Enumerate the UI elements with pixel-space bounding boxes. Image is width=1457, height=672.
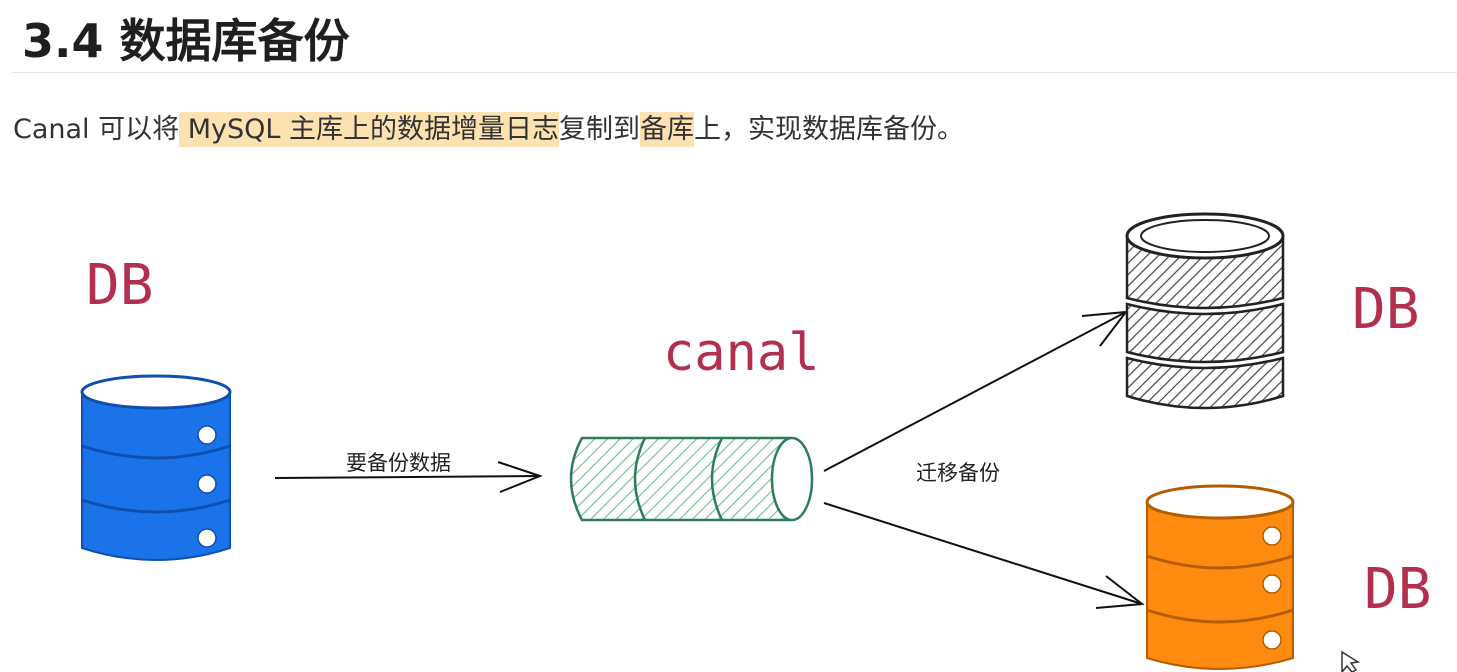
section-heading: 3.4 数据库备份: [22, 10, 350, 72]
backup-diagram: DB 要备份数据 canal 迁移备份 DB: [80, 212, 1431, 672]
target1-db-label: DB: [1352, 277, 1419, 342]
arrow-to-target2: [823, 502, 1145, 609]
para-highlight-1: MySQL 主库上的数据增量日志: [179, 112, 560, 147]
canal-label: canal: [663, 323, 820, 383]
para-highlight-2: 备库: [640, 112, 695, 147]
intro-paragraph: Canal 可以将 MySQL 主库上的数据增量日志复制到备库上，实现数据库备份…: [13, 110, 964, 150]
target2-db-label: DB: [1364, 557, 1431, 622]
para-text-3: 上，实现数据库备份。: [694, 114, 965, 145]
target1-database-icon: [1125, 212, 1285, 410]
section-number: 3.4: [22, 14, 104, 68]
source-database-icon: [80, 374, 232, 561]
source-db-label: DB: [86, 253, 153, 318]
mouse-cursor-icon: [1341, 650, 1361, 672]
target2-database-icon: [1145, 484, 1295, 670]
arrow-to-target1: [823, 310, 1129, 472]
heading-divider: [12, 72, 1457, 73]
arrow1-label: 要备份数据: [346, 451, 451, 475]
arrow2-label: 迁移备份: [916, 461, 1000, 485]
section-title: 数据库备份: [119, 14, 350, 68]
para-text-2: 复制到: [559, 114, 641, 145]
pipe-icon: [569, 436, 814, 522]
para-text-1: Canal 可以将: [13, 114, 180, 145]
arrow-icon: [274, 461, 543, 493]
